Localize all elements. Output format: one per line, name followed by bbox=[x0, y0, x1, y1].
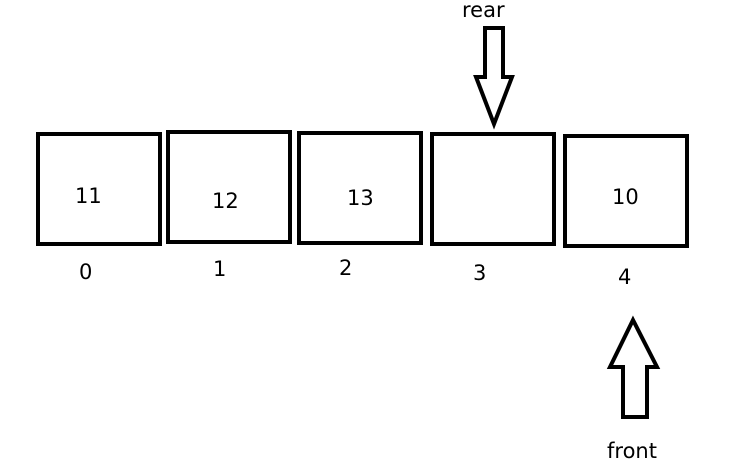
index-label-3: 3 bbox=[473, 261, 487, 285]
array-cell-4 bbox=[563, 134, 689, 248]
index-label-4: 4 bbox=[618, 265, 632, 289]
index-label-1: 1 bbox=[213, 257, 227, 281]
cell-value-1: 12 bbox=[212, 189, 239, 213]
index-label-2: 2 bbox=[339, 256, 353, 280]
index-label-0: 0 bbox=[79, 260, 93, 284]
array-cell-1 bbox=[166, 130, 292, 244]
cell-value-2: 13 bbox=[347, 186, 374, 210]
array-cell-0 bbox=[36, 132, 162, 246]
cell-value-4: 10 bbox=[612, 185, 639, 209]
rear-label: rear bbox=[462, 0, 505, 22]
array-cell-2 bbox=[297, 131, 423, 245]
array-cell-3 bbox=[430, 132, 556, 246]
cell-value-0: 11 bbox=[75, 184, 102, 208]
front-label: front bbox=[607, 439, 657, 463]
